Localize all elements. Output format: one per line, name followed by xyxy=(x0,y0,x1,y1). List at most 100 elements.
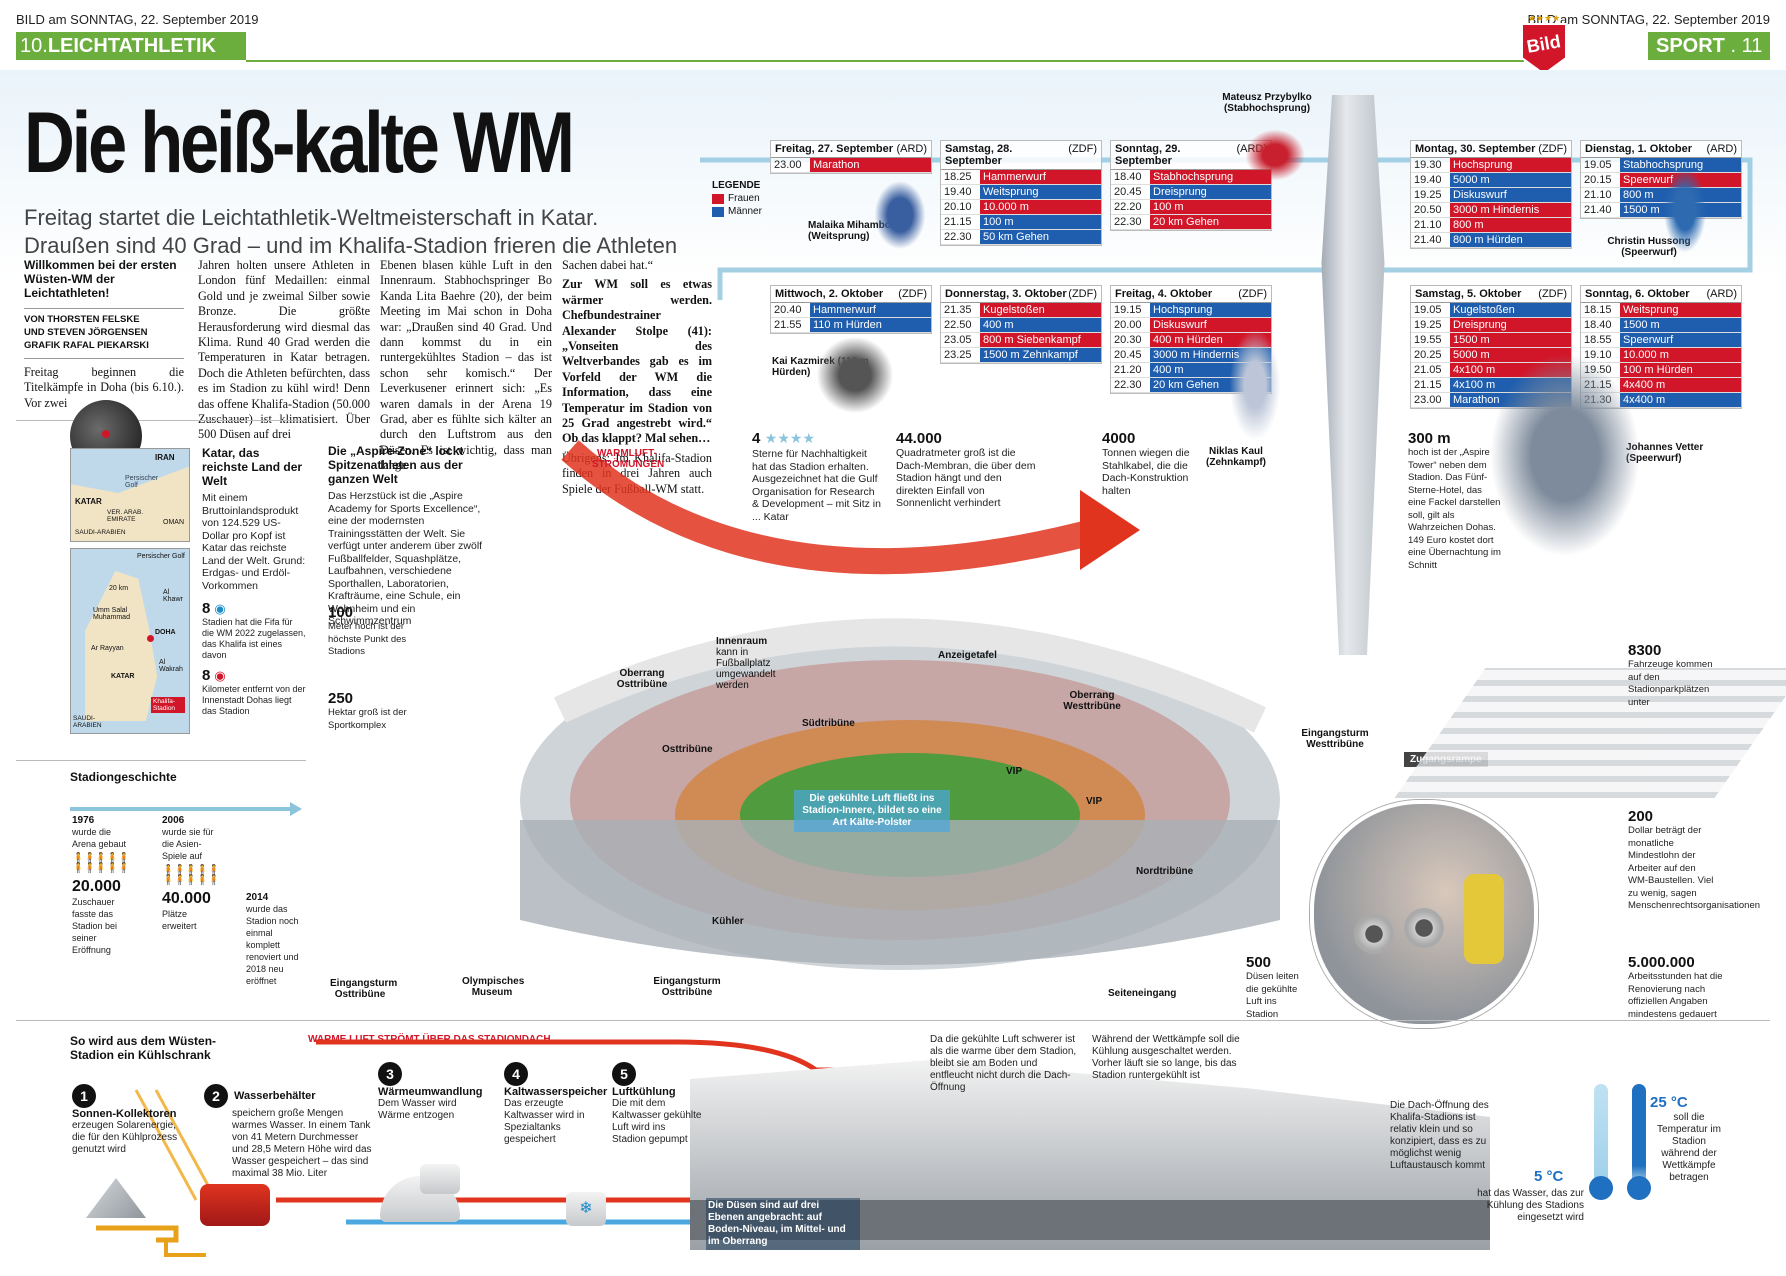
history-2014: 2014 wurde das Stadion noch einmal kompl… xyxy=(246,892,300,987)
region-map: IRAN Persischer Golf KATAR VER. ARAB. EM… xyxy=(70,448,190,542)
schedule-day-title: Freitag, 4. Oktober xyxy=(1115,288,1213,300)
event-name: 800 m Hürden xyxy=(1450,233,1571,247)
bild-logo: ★★★★ Bild xyxy=(1518,12,1570,76)
hours-text: Arbeitsstunden hat die Renovierung nach … xyxy=(1628,971,1723,1020)
event-time: 23.00 xyxy=(774,159,802,171)
event-time: 22.30 xyxy=(944,231,972,243)
byline: VON THORSTEN FELSKE UND STEVEN JÖRGENSEN… xyxy=(24,313,184,352)
event-time: 21.15 xyxy=(1414,379,1442,391)
hours-num: 5.000.000 xyxy=(1628,954,1695,971)
map2-wakrah: Al Wakrah xyxy=(159,659,183,673)
header-rule xyxy=(246,60,1524,62)
event-name: Hammerwurf xyxy=(810,303,931,317)
schedule-day-title: Dienstag, 1. Oktober xyxy=(1585,143,1692,155)
step-2-number: 2 xyxy=(204,1084,228,1108)
fact-roof: 44.000 Quadratmeter groß ist die Dach-Me… xyxy=(896,430,1036,510)
event-time: 22.30 xyxy=(1114,216,1142,228)
step-4-title: Kaltwasserspeicher xyxy=(504,1086,608,1098)
schedule-tv-channel: (ZDF) xyxy=(1068,288,1097,300)
event-time: 19.40 xyxy=(1414,174,1442,186)
aspire-title: Die „Aspire-Zone“ lockt Spitzenathleten … xyxy=(328,444,464,486)
steel-num: 4000 xyxy=(1102,430,1136,447)
legend-women-swatch xyxy=(712,193,724,204)
cooling-rule xyxy=(16,1020,1770,1021)
event-time: 19.25 xyxy=(1414,319,1442,331)
schedule-day-title: Montag, 30. September xyxy=(1415,143,1536,155)
right-page-date: BILD am SONNTAG, 22. September 2019 xyxy=(1527,12,1770,27)
lead: Willkommen bei der ersten Wüsten-WM der … xyxy=(24,258,177,300)
byline-2: UND STEVEN JÖRGENSEN xyxy=(24,327,148,338)
event-time: 22.20 xyxy=(1114,201,1142,213)
event-time: 19.40 xyxy=(944,186,972,198)
area-num: 250 xyxy=(328,690,354,707)
cooling-title: So wird aus dem Wüsten-Stadion ein Kühls… xyxy=(70,1034,217,1062)
cars-text: Fahrzeuge kommen auf den Stadionparkplät… xyxy=(1628,659,1713,708)
event-time: 20.30 xyxy=(1114,334,1142,346)
right-section-title: SPORT xyxy=(1656,35,1725,57)
schedule-day: Freitag, 27. September(ARD)23.00 Marathon xyxy=(770,140,932,174)
fact-cars: 8300 Fahrzeuge kommen auf den Stadionpar… xyxy=(1628,642,1724,709)
schedule-day-header: Freitag, 27. September(ARD) xyxy=(771,141,931,158)
history-rule xyxy=(16,760,306,761)
legend-men: Männer xyxy=(728,206,762,217)
katar-fact2-text: Kilometer entfernt von der Innenstadt Do… xyxy=(202,684,306,716)
article-col-1: Willkommen bei der ersten Wüsten-WM der … xyxy=(24,258,184,411)
athlete-mihambo-image xyxy=(870,175,930,255)
left-panel-rule xyxy=(16,420,306,422)
steel-text: Tonnen wiegen die Stahlkabel, die die Da… xyxy=(1102,447,1190,497)
cooling-heavier: Da die gekühlte Luft schwerer ist als di… xyxy=(930,1034,1077,1093)
tower-num: 300 m xyxy=(1408,430,1451,447)
event-name: 800 m Siebenkampf xyxy=(980,333,1101,347)
map2-scale: 20 km xyxy=(109,585,129,592)
col4-bold: Zur WM soll es etwas wärmer werden. Chef… xyxy=(562,277,712,446)
label-osttribuene: Osttribüne xyxy=(662,744,713,755)
water-tank-icon xyxy=(200,1184,270,1226)
timeline-arrow-icon xyxy=(290,802,302,816)
event-name: 100 m xyxy=(1150,200,1271,214)
event-name: Marathon xyxy=(810,158,931,172)
schedule-day-header: Samstag, 28. September(ZDF) xyxy=(941,141,1101,170)
fact-steel: 4000 Tonnen wiegen die Stahlkabel, die d… xyxy=(1102,430,1202,497)
headline: Die heiß-kalte WM xyxy=(24,95,575,191)
event-name: Dreisprung xyxy=(1150,185,1271,199)
event-time: 20.40 xyxy=(774,304,802,316)
history-1976: 1976 wurde die Arena gebaut 🧍🧍🧍🧍🧍🧍🧍🧍🧍🧍 2… xyxy=(72,815,132,956)
step-4-text: Das erzeugte Kaltwasser wird in Spezialt… xyxy=(504,1098,585,1145)
worker-image xyxy=(1464,874,1504,964)
fact-stars: 4 ★★★★ Sterne für Nachhaltigkeit hat das… xyxy=(752,430,882,523)
event-time: 23.25 xyxy=(944,349,972,361)
stars-num: 4 xyxy=(752,430,761,447)
nozzles-text: Düsen leiten die gekühlte Luft ins Stadi… xyxy=(1246,971,1299,1020)
cars-num: 8300 xyxy=(1628,642,1662,659)
year-1976-text: wurde die Arena gebaut xyxy=(72,827,127,849)
event-name: Dreisprung xyxy=(1450,318,1571,332)
schedule-event-row: 18.25 Hammerwurf xyxy=(941,170,1101,185)
event-time: 18.25 xyxy=(944,171,972,183)
event-name: Hammerwurf xyxy=(980,170,1101,184)
event-name: 110 m Hürden xyxy=(810,318,931,332)
step-3-text: Dem Wasser wird Wärme entzogen xyxy=(378,1098,457,1121)
athlete-hussong-image xyxy=(1660,160,1710,260)
event-time: 21.10 xyxy=(1584,189,1612,201)
katar-fact1-text: Stadien hat die Fifa für die WM 2022 zug… xyxy=(202,617,306,660)
event-time: 19.15 xyxy=(1114,304,1142,316)
event-time: 21.05 xyxy=(1414,364,1442,376)
label-kuehler: Kühler xyxy=(712,916,744,927)
event-time: 21.15 xyxy=(944,216,972,228)
svg-text:★★★★: ★★★★ xyxy=(1528,14,1560,24)
fact-wage: 200 Dollar beträgt der monatliche Mindes… xyxy=(1628,808,1760,913)
map2-saudi: SAUDI-ARABIEN xyxy=(73,715,102,729)
roof-text: Quadratmeter groß ist die Dach-Membran, … xyxy=(896,447,1036,509)
innenraum-title: Innenraum xyxy=(716,636,768,647)
label-seiteneingang: Seiteneingang xyxy=(1108,988,1177,999)
left-page-number: 10 xyxy=(20,35,43,57)
